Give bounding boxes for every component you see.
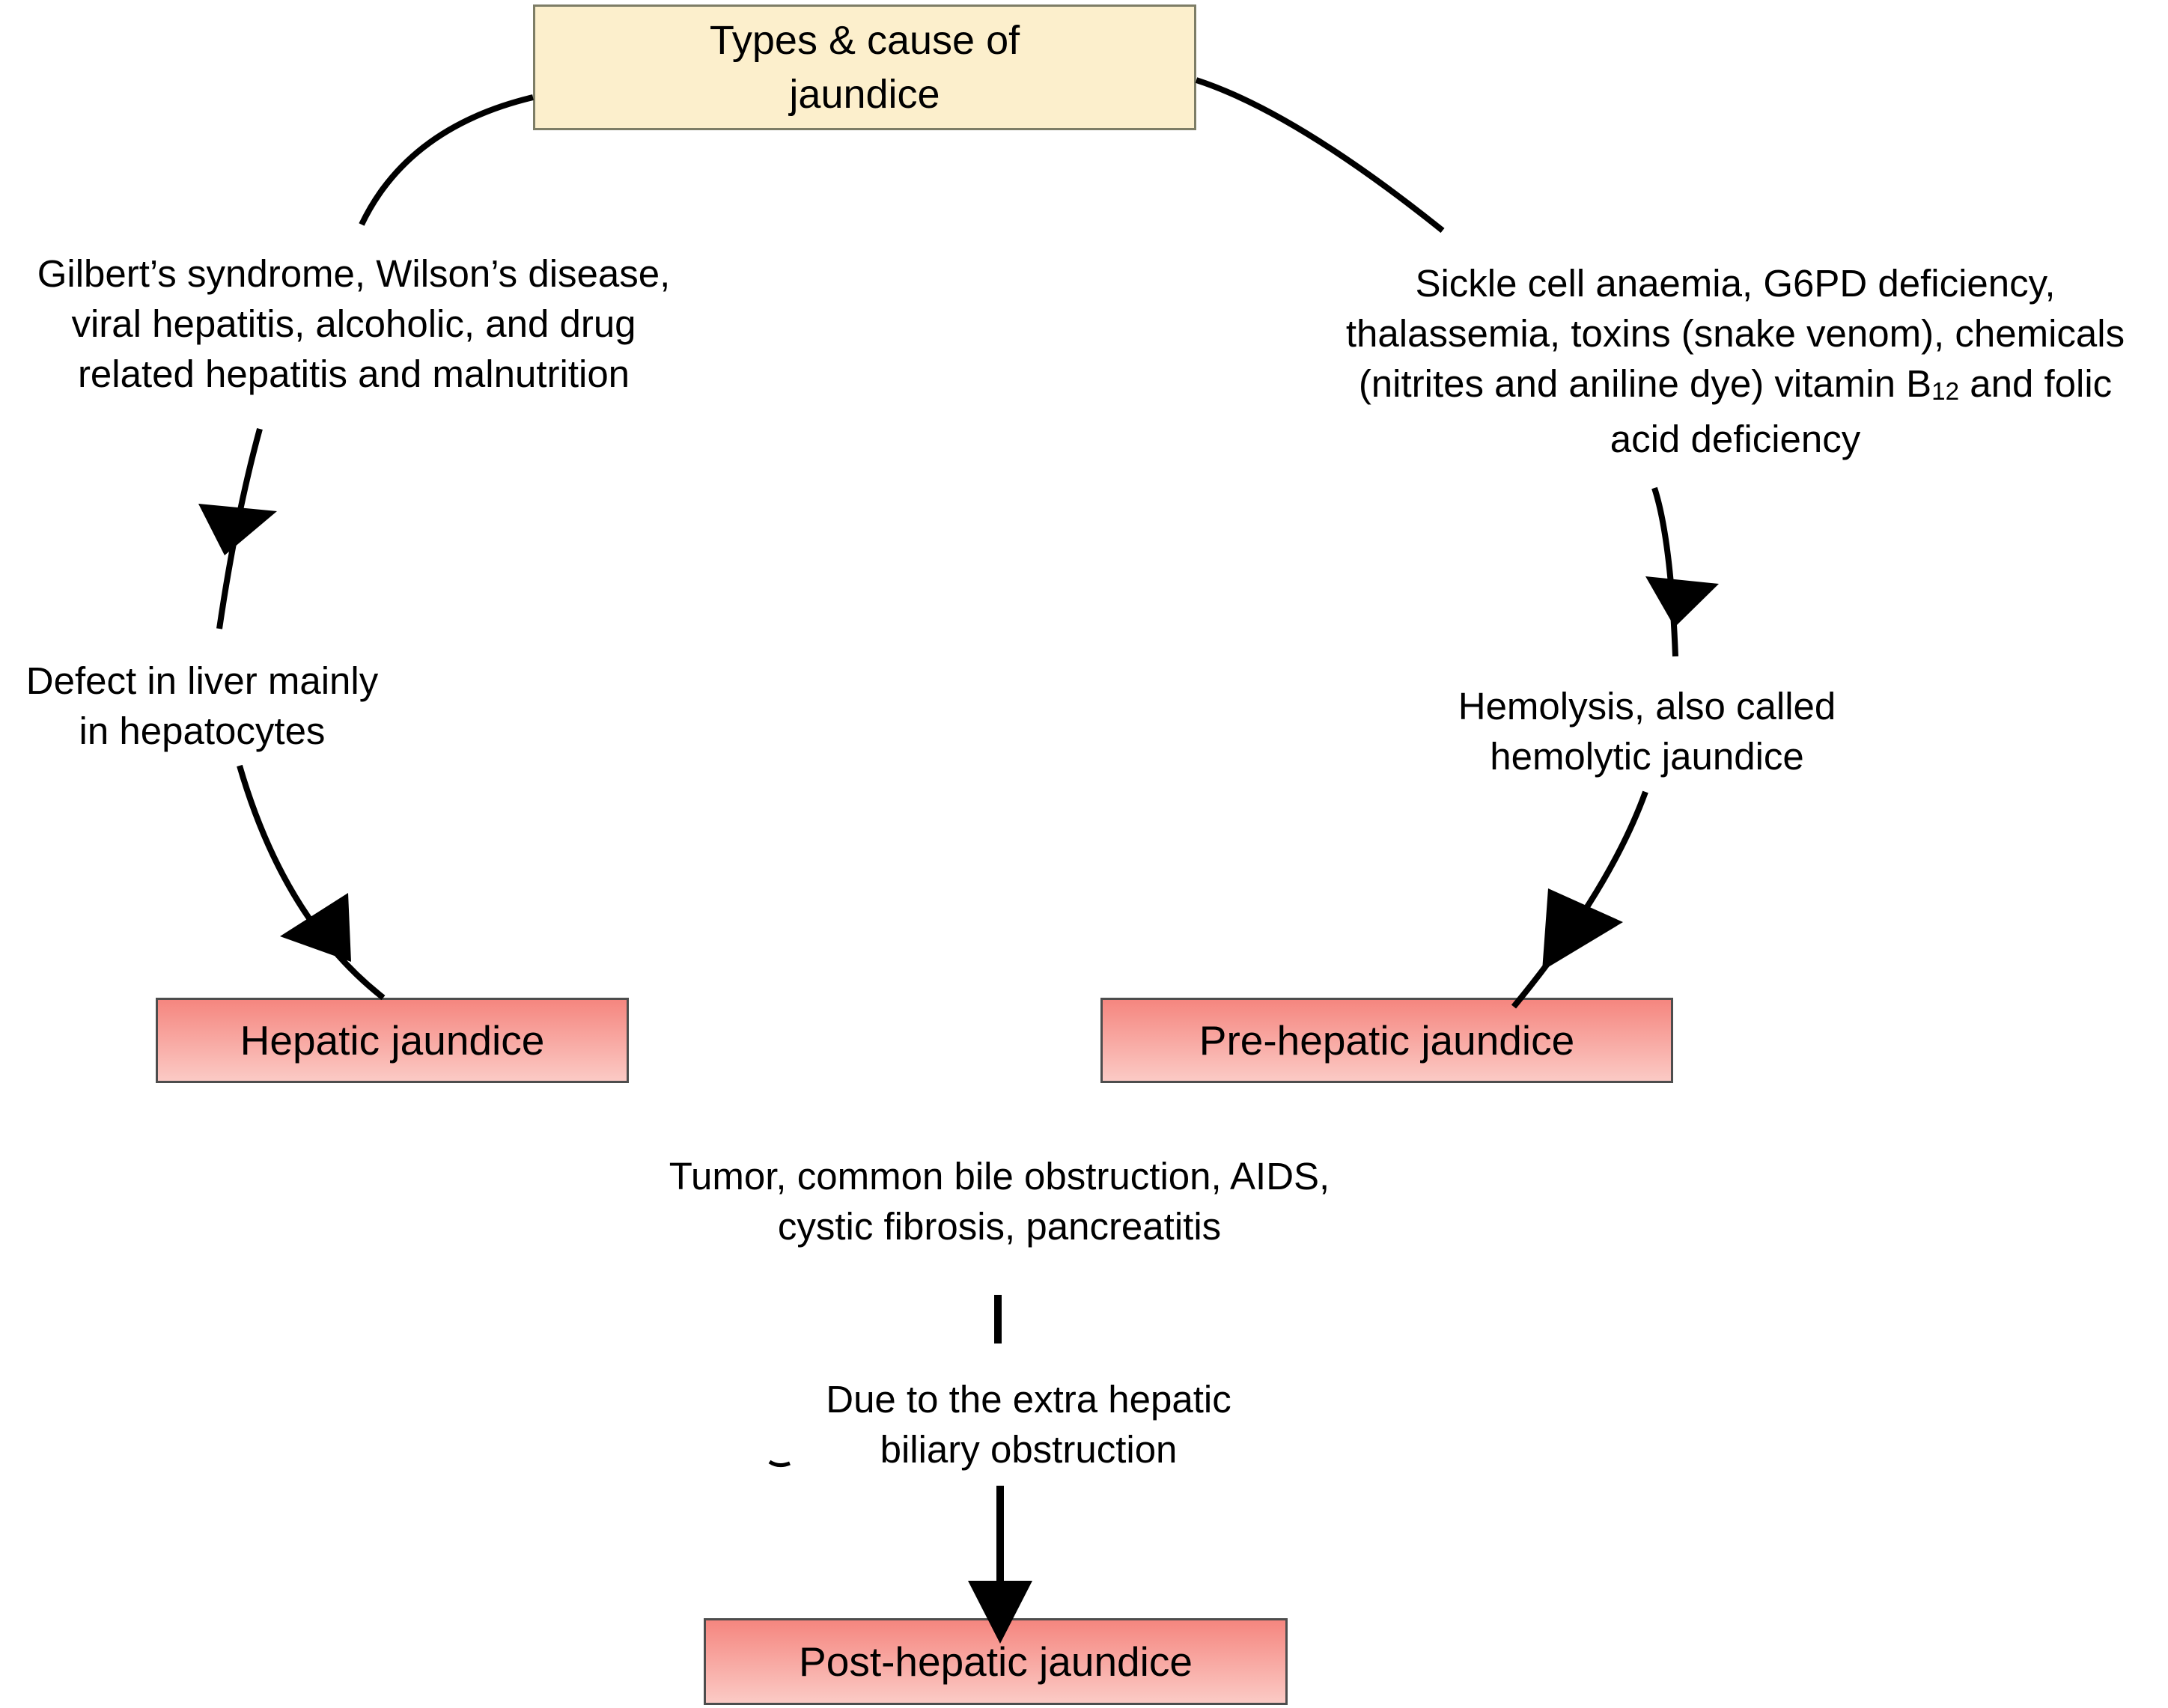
arrow-line-prehepatic-mechanism-to-node xyxy=(1511,790,1648,1009)
hepatic-mechanism-line: in hepatocytes xyxy=(79,710,326,752)
prehepatic-causes-text: Sickle cell anaemia, G6PD deficiency, th… xyxy=(1303,258,2168,464)
hepatic-causes-text: Gilbert’s syndrome, Wilson’s disease, vi… xyxy=(0,248,707,399)
posthepatic-causes-line: Tumor, common bile obstruction, AIDS, xyxy=(669,1155,1330,1198)
hepatic-jaundice-node: Hepatic jaundice xyxy=(156,998,629,1083)
posthepatic-mechanism-text: Due to the extra hepatic biliary obstruc… xyxy=(800,1374,1258,1474)
prehepatic-jaundice-node: Pre-hepatic jaundice xyxy=(1100,998,1673,1083)
arrow-line-prehepatic-causes-to-mechanism xyxy=(1651,487,1678,657)
arrowhead-hepatic-causes-to-mechanism xyxy=(198,504,277,555)
prehepatic-causes-line: (nitrites and aniline dye) vitamin B12 a… xyxy=(1358,362,2113,406)
title-line-1: Types & cause of xyxy=(709,18,1020,63)
hepatic-mechanism-line: Defect in liver mainly xyxy=(25,659,379,702)
b12-subscript: 12 xyxy=(1931,377,1960,406)
posthepatic-causes-line: cystic fibrosis, pancreatitis xyxy=(777,1205,1222,1248)
posthepatic-jaundice-label: Post-hepatic jaundice xyxy=(799,1638,1193,1685)
prehepatic-mechanism-line: hemolytic jaundice xyxy=(1490,735,1804,778)
hepatic-mechanism-text: Defect in liver mainly in hepatocytes xyxy=(11,656,393,756)
arrow-line-hepatic-mechanism-to-node xyxy=(237,764,386,1001)
title-line-2: jaundice xyxy=(789,72,940,117)
hepatic-causes-line: viral hepatitis, alcoholic, and drug xyxy=(71,302,636,345)
hepatic-jaundice-label: Hepatic jaundice xyxy=(240,1017,545,1064)
hepatic-causes-line: Gilbert’s syndrome, Wilson’s disease, xyxy=(37,252,671,295)
connector-title-to-prehepatic-causes xyxy=(1195,77,1445,234)
prehepatic-causes-line: acid deficiency xyxy=(1610,418,1861,460)
connector-title-to-hepatic-causes xyxy=(359,94,534,226)
arrowhead-prehepatic-causes-to-mechanism xyxy=(1645,576,1719,627)
arrowhead-prehepatic-mechanism-to-node xyxy=(1542,888,1623,971)
arrow-line-hepatic-causes-to-mechanism xyxy=(216,427,263,629)
posthepatic-mechanism-line: Due to the extra hepatic xyxy=(826,1378,1231,1421)
hepatic-causes-line: related hepatitis and malnutrition xyxy=(77,353,630,395)
posthepatic-causes-text: Tumor, common bile obstruction, AIDS, cy… xyxy=(636,1151,1362,1251)
stray-mark xyxy=(768,1460,791,1468)
arrowhead-hepatic-mechanism-to-node xyxy=(280,893,351,962)
prehepatic-causes-line: thalassemia, toxins (snake venom), chemi… xyxy=(1345,312,2125,355)
prehepatic-causes-line: Sickle cell anaemia, G6PD deficiency, xyxy=(1415,262,2056,305)
posthepatic-jaundice-node: Post-hepatic jaundice xyxy=(704,1618,1288,1705)
posthepatic-mechanism-line: biliary obstruction xyxy=(880,1428,1178,1471)
prehepatic-mechanism-line: Hemolysis, also called xyxy=(1458,685,1836,728)
prehepatic-jaundice-label: Pre-hepatic jaundice xyxy=(1199,1017,1575,1064)
prehepatic-mechanism-text: Hemolysis, also called hemolytic jaundic… xyxy=(1437,681,1857,781)
title-node-types-cause-of-jaundice: Types & cause of jaundice xyxy=(533,4,1196,130)
